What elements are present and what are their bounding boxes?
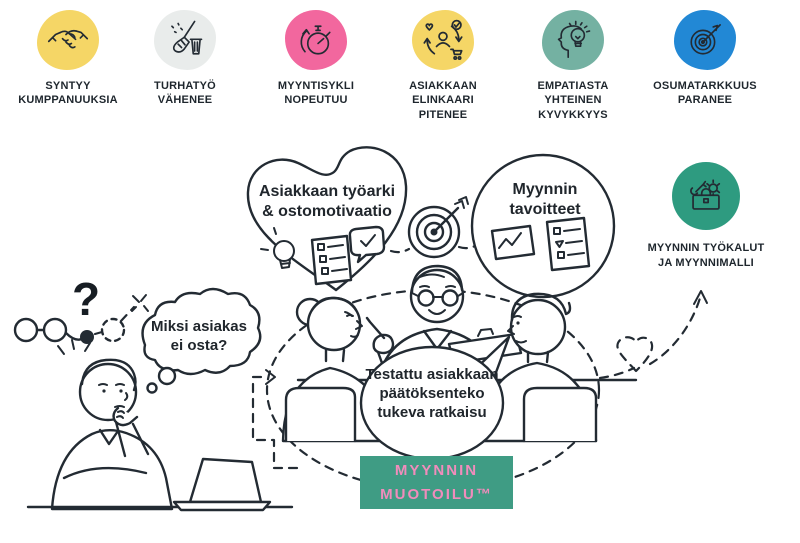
benefit-label: TURHATYÖ VÄHENEE	[154, 80, 216, 107]
thinker-forearm	[114, 420, 150, 458]
handshake-icon	[47, 29, 89, 49]
thinker-arm-fold	[62, 466, 148, 480]
node-path-decoration	[13, 294, 149, 344]
sales-tools-badge	[672, 162, 740, 230]
benefit-blob	[412, 10, 474, 70]
benefit-item-partnerships: SYNTYY KUMPPANUUKSIA	[16, 10, 120, 108]
rightman-head	[509, 298, 567, 356]
facilitator-brows	[419, 285, 456, 288]
checklist-icon	[310, 234, 353, 286]
dart-fletching	[454, 196, 469, 209]
benefit-label: SYNTYY KUMPPANUUKSIA	[18, 80, 118, 107]
question-mark: ?	[72, 273, 101, 325]
rightman-chair	[522, 386, 598, 443]
thinker-brows	[98, 383, 125, 386]
benefit-label: MYYNTISYKLI NOPEUTUU	[277, 80, 355, 107]
benefit-blob	[154, 10, 216, 70]
arrowhead-up	[693, 290, 708, 305]
lightbulb-icon	[260, 227, 295, 269]
woman-face	[350, 320, 363, 338]
bullseye-icon	[690, 24, 721, 55]
heart-bubble-shape	[246, 146, 408, 292]
chart-icon	[490, 224, 536, 261]
benefit-item-customer-lifecycle: ASIAKKAAN ELINKAARI PITENEE	[391, 10, 495, 122]
dashed-node	[100, 317, 126, 343]
sparkle-x	[131, 294, 149, 312]
benefit-item-less-wasted-work: TURHATYÖ VÄHENEE	[133, 10, 237, 108]
thinker-hair	[80, 358, 137, 392]
benefit-label: ASIAKKAAN ELINKAARI PITENEE	[409, 80, 477, 121]
thinker-body	[50, 429, 174, 511]
facilitator-fist	[372, 333, 395, 355]
laptop-screen	[188, 457, 263, 504]
broom-icon	[171, 20, 203, 55]
thought-dot-small	[146, 382, 158, 394]
thought-dot-large	[157, 366, 177, 386]
bullseye-connector-icon	[389, 196, 479, 259]
benefit-item-faster-sales-cycle: MYYNTISYKLI NOPEUTUU	[264, 10, 368, 108]
speech-bubble-text: Testattu asiakkaan päätöksenteko tukeva …	[365, 366, 499, 421]
thinker-head	[78, 362, 138, 422]
thought-cloud	[141, 287, 262, 394]
woman-neck	[324, 348, 346, 363]
benefit-item-empathy-capability: EMPATIASTA YHTEINEN KYVYKKYYS	[521, 10, 625, 122]
facilitator-smile	[428, 309, 446, 315]
rightman-neck	[526, 350, 550, 364]
dashed-staircase-arrow	[251, 369, 299, 470]
benefit-blob	[37, 10, 99, 70]
filled-node	[80, 330, 94, 344]
customer-lifecycle-icon	[423, 19, 463, 60]
benefit-blob	[674, 10, 736, 70]
laptop-base	[172, 500, 272, 512]
goals-bubble-shape	[470, 153, 616, 299]
benefit-blob	[542, 10, 604, 70]
surprise-ticks	[57, 339, 91, 355]
woman-hair	[310, 296, 358, 312]
benefit-blob	[285, 10, 347, 70]
stopwatch-icon	[300, 25, 331, 55]
thinking-person	[26, 339, 294, 512]
facilitator-hair	[410, 264, 464, 294]
toolbox-icon	[690, 179, 721, 210]
thought-bubble-text: Miksi asiakas ei osta?	[151, 318, 247, 354]
speech-check-icon	[348, 225, 386, 264]
woman-chair	[284, 386, 357, 443]
goals-bubble-text: Myynnin tavoitteet	[509, 181, 581, 218]
goal-checklist-icon	[545, 216, 591, 272]
brand-banner: MYYNNIN MUOTOILU™	[360, 456, 513, 509]
benefit-label: OSUMATARKKUUS PARANEE	[653, 80, 757, 107]
arrowhead-right	[265, 369, 276, 385]
pen	[365, 316, 386, 340]
thinker-collar	[98, 428, 120, 446]
thinker-face	[114, 392, 129, 408]
rightman-face	[507, 315, 527, 344]
empathy-head-icon	[557, 20, 591, 59]
sales-tools-label: MYYNNIN TYÖKALUT JA MYYNNIMALLI	[647, 242, 765, 269]
dashed-heart-arrow-path	[598, 290, 708, 380]
heart-bubble-text: Asiakkaan työarki & ostomotivaatio	[258, 183, 396, 220]
rightman-hair	[510, 292, 572, 322]
benefit-item-accuracy: OSUMATARKKUUS PARANEE	[653, 10, 757, 108]
benefit-label: EMPATIASTA YHTEINEN KYVYKKYYS	[537, 80, 609, 121]
